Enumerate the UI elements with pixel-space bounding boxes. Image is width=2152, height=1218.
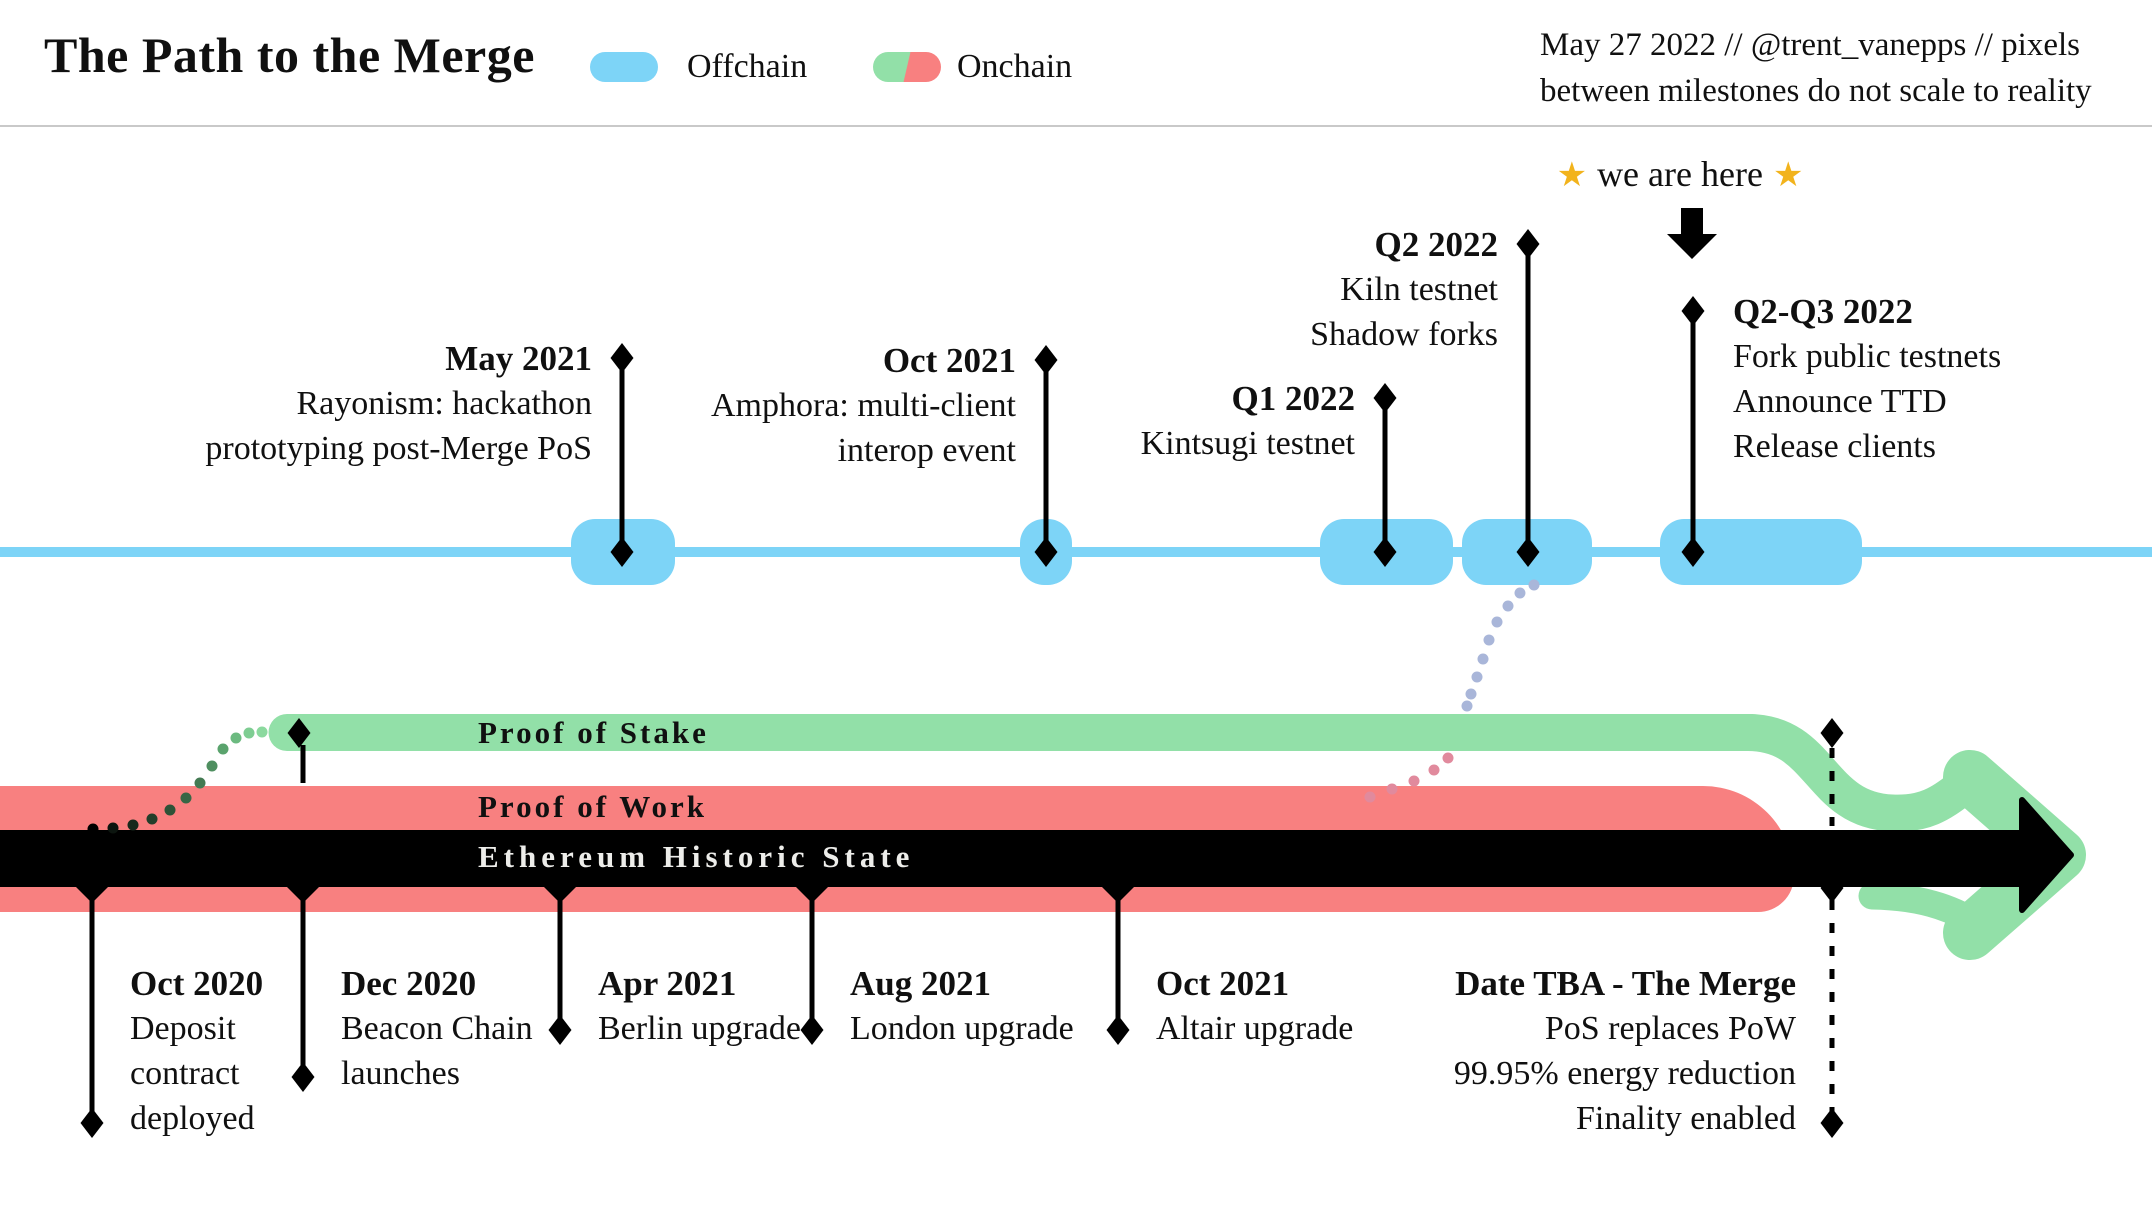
milestone-heading: Oct 2020 [130, 964, 264, 1003]
milestone-line: Deposit [130, 1010, 236, 1047]
milestone-line: interop event [837, 432, 1016, 469]
milestone-line: Amphora: multi-client [711, 387, 1016, 424]
milestone-line: contract [130, 1055, 240, 1092]
historic-state-label: Ethereum Historic State [478, 839, 915, 874]
milestone-heading: Oct 2021 [882, 341, 1016, 380]
milestone-kiln: Q2 2022 Kiln testnet Shadow forks [1310, 222, 1498, 357]
milestone-line: Fork public testnets [1733, 338, 2002, 375]
star-icon: ★ [1556, 155, 1588, 195]
milestone-line: 99.95% energy reduction [1453, 1055, 1796, 1092]
milestone-heading: Oct 2021 [1156, 964, 1290, 1003]
milestone-heading: Date TBA - The Merge [1455, 964, 1796, 1003]
shadowfork-dotted-curve [1461, 579, 1540, 712]
milestone-line: Announce TTD [1733, 383, 1947, 420]
page-title: The Path to the Merge [44, 27, 535, 83]
milestone-heading: May 2021 [445, 339, 592, 378]
milestone-line: PoS replaces PoW [1544, 1010, 1796, 1047]
milestone-heading: Aug 2021 [850, 964, 991, 1003]
we-are-here-label: ★we are here★ [1480, 153, 1880, 195]
milestone-line: launches [341, 1055, 460, 1092]
byline-note-line1: May 27 2022 // @trent_vanepps // pixels [1540, 27, 2080, 63]
milestone-berlin: Apr 2021 Berlin upgrade [598, 961, 801, 1051]
milestone-line: Rayonism: hackathon [296, 385, 592, 422]
milestone-public-testnets: Q2-Q3 2022 Fork public testnets Announce… [1733, 289, 2001, 469]
milestone-heading: Q2-Q3 2022 [1733, 292, 1913, 331]
milestone-line: Finality enabled [1575, 1100, 1796, 1137]
milestone-line: London upgrade [850, 1010, 1074, 1047]
milestone-kintsugi: Q1 2022 Kintsugi testnet [1141, 376, 1355, 466]
milestone-altair: Oct 2021 Altair upgrade [1156, 961, 1353, 1051]
proof-of-stake-label: Proof of Stake [478, 715, 709, 750]
milestone-rayonism: May 2021 Rayonism: hackathon prototyping… [205, 336, 592, 471]
down-arrow-icon [1667, 208, 1717, 259]
onchain-legend-label: Onchain [957, 48, 1073, 85]
genesis-dotted-curve [87, 726, 268, 835]
milestone-line: Release clients [1733, 428, 1936, 465]
historic-state-arrow [0, 797, 2074, 913]
milestone-heading: Q2 2022 [1374, 225, 1498, 264]
we-are-here-text: we are here [1597, 154, 1763, 194]
milestone-line: prototyping post-Merge PoS [205, 430, 592, 467]
milestone-lines [89, 256, 1696, 1112]
milestone-line: Shadow forks [1310, 316, 1498, 353]
band-notches [75, 886, 1135, 903]
milestone-beacon-chain: Dec 2020 Beacon Chain launches [341, 961, 533, 1096]
milestone-the-merge: Date TBA - The Merge PoS replaces PoW 99… [1454, 961, 1796, 1141]
byline-note-line2: between milestones do not scale to reali… [1540, 73, 2092, 109]
milestone-amphora: Oct 2021 Amphora: multi-client interop e… [711, 338, 1016, 473]
milestone-line: Kiln testnet [1340, 271, 1498, 308]
offchain-timeline [0, 519, 2152, 585]
milestone-deposit-contract: Oct 2020 Deposit contract deployed [130, 961, 263, 1141]
milestone-line: Berlin upgrade [598, 1010, 801, 1047]
milestone-line: Altair upgrade [1156, 1010, 1354, 1047]
pow-to-pos-dotted-curve [1364, 752, 1454, 803]
proof-of-work-label: Proof of Work [478, 789, 708, 824]
milestone-line: deployed [130, 1100, 255, 1137]
milestone-line: Kintsugi testnet [1140, 425, 1355, 462]
byline-note: May 27 2022 // @trent_vanepps // pixels … [1540, 22, 2092, 114]
milestone-heading: Q1 2022 [1231, 379, 1355, 418]
milestone-line: Beacon Chain [341, 1010, 533, 1047]
offchain-legend-swatch [590, 52, 658, 82]
header-divider [0, 125, 2152, 127]
onchain-legend-swatch [873, 52, 941, 82]
milestone-heading: Apr 2021 [598, 964, 737, 1003]
star-icon: ★ [1772, 155, 1804, 195]
offchain-pill-public-testnets [1660, 519, 1862, 585]
milestone-london: Aug 2021 London upgrade [850, 961, 1074, 1051]
milestone-heading: Dec 2020 [341, 964, 477, 1003]
offchain-legend-label: Offchain [687, 48, 808, 85]
